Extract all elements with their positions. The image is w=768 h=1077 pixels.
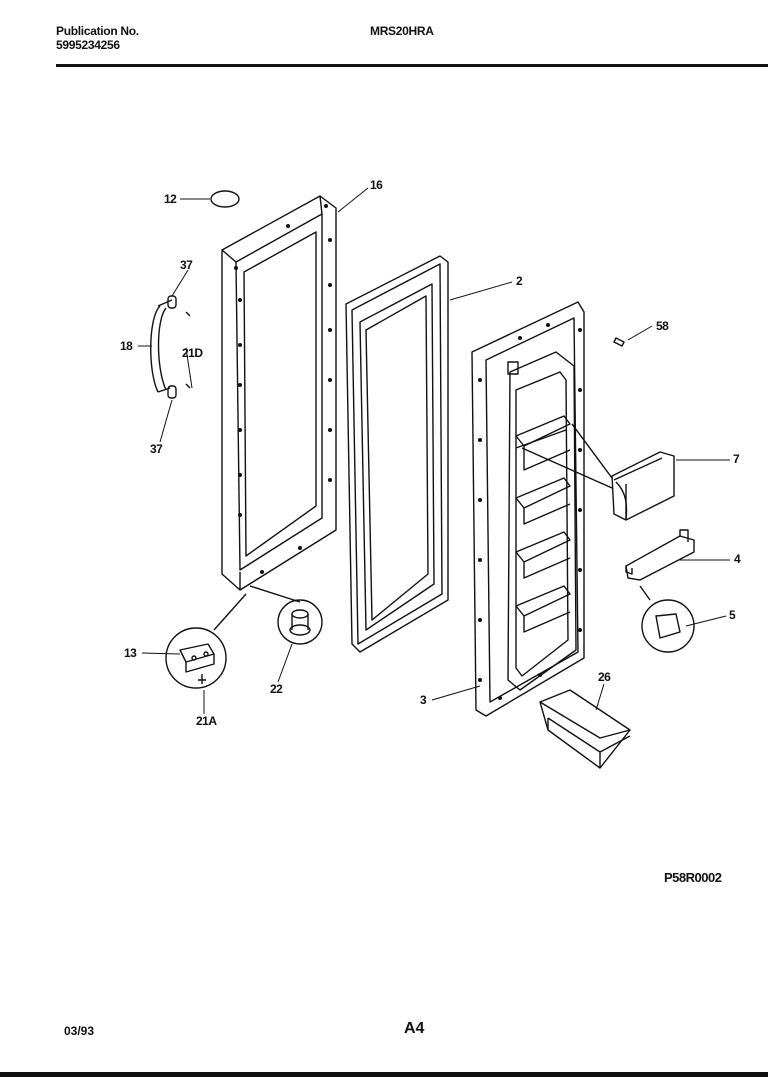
callout-21a: 21A [196, 714, 217, 728]
bushing-detail-circle [249, 585, 323, 645]
outer-door-panel [221, 195, 337, 591]
callout-5: 5 [729, 608, 736, 622]
callout-22: 22 [270, 682, 283, 696]
bar-retainer [625, 529, 695, 581]
callout-3: 3 [420, 693, 427, 707]
screw-58 [613, 337, 625, 347]
callout-58: 58 [656, 319, 669, 333]
dairy-tray [539, 689, 631, 769]
callout-18: 18 [120, 339, 133, 353]
leader-lines [138, 187, 730, 714]
callout-4: 4 [734, 552, 741, 566]
footer-date: 03/93 [64, 1024, 95, 1038]
header-rule [56, 64, 768, 67]
nameplate [210, 190, 240, 208]
page-number: A4 [404, 1020, 425, 1037]
callout-26: 26 [598, 670, 611, 684]
door-gasket [345, 255, 449, 653]
inner-door-liner [471, 301, 613, 717]
publication-label: Publication No. [56, 24, 139, 38]
callout-12: 12 [164, 192, 177, 206]
publication-number: 5995234256 [56, 38, 120, 52]
callout-37-top: 37 [180, 258, 193, 272]
model-number: MRS20HRA [370, 24, 434, 38]
hinge-detail-circle [165, 593, 247, 689]
callout-37-bottom: 37 [150, 442, 163, 456]
callout-21d: 21D [182, 346, 203, 360]
bottom-border [0, 1072, 768, 1077]
callout-2: 2 [516, 274, 523, 288]
callout-16: 16 [370, 178, 383, 192]
detail-circle-5 [639, 585, 695, 653]
callout-13: 13 [124, 646, 137, 660]
part-code: P58R0002 [664, 870, 722, 885]
door-handle [150, 295, 191, 399]
door-shelf-bin [611, 451, 675, 521]
callout-7: 7 [733, 452, 740, 466]
